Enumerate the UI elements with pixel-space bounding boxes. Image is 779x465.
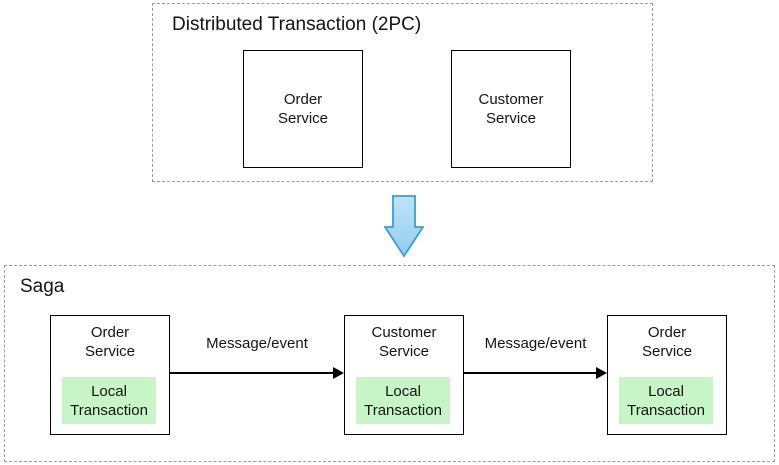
arrowhead-right-icon xyxy=(333,367,344,379)
local-transaction-label-line: Transaction xyxy=(364,401,442,419)
twopc-order-service-box: Order Service xyxy=(243,50,363,168)
service-label-line: Order xyxy=(283,91,323,108)
saga-order-service-box-1: Order Service Local Transaction xyxy=(50,315,170,435)
service-label-line: Service xyxy=(485,110,537,127)
saga-container: Saga Order Service Local Transaction Mes… xyxy=(4,265,775,462)
local-transaction-badge: Local Transaction xyxy=(619,377,713,424)
service-label-line: Service xyxy=(277,110,329,127)
arrow-line xyxy=(464,372,598,374)
local-transaction-label-line: Local xyxy=(648,382,684,400)
service-label-line: Customer xyxy=(478,91,544,108)
service-label-line: Order xyxy=(90,324,130,341)
local-transaction-label-line: Local xyxy=(385,382,421,400)
service-label-line: Service xyxy=(641,343,693,360)
service-label: Customer Service xyxy=(478,90,543,128)
service-label: Order Service xyxy=(278,90,328,128)
arrow-line xyxy=(170,372,335,374)
message-arrow-2: Message/event xyxy=(464,335,607,379)
down-arrow-icon xyxy=(384,195,424,258)
service-label-line: Service xyxy=(378,343,430,360)
twopc-title: Distributed Transaction (2PC) xyxy=(172,14,422,35)
saga-customer-service-box: Customer Service Local Transaction xyxy=(344,315,464,435)
twopc-container: Distributed Transaction (2PC) Order Serv… xyxy=(152,3,653,182)
local-transaction-label-line: Transaction xyxy=(70,401,148,419)
message-arrow-label: Message/event xyxy=(206,335,308,352)
service-label: Order Service xyxy=(51,323,169,361)
local-transaction-badge: Local Transaction xyxy=(62,377,156,424)
message-arrow-1: Message/event xyxy=(170,335,344,379)
saga-title: Saga xyxy=(20,276,65,297)
service-label-line: Service xyxy=(84,343,136,360)
service-label: Order Service xyxy=(608,323,726,361)
local-transaction-badge: Local Transaction xyxy=(356,377,450,424)
local-transaction-label-line: Transaction xyxy=(627,401,705,419)
saga-order-service-box-2: Order Service Local Transaction xyxy=(607,315,727,435)
service-label: Customer Service xyxy=(345,323,463,361)
arrowhead-right-icon xyxy=(596,367,607,379)
local-transaction-label-line: Local xyxy=(91,382,127,400)
message-arrow-label: Message/event xyxy=(484,335,587,352)
service-label-line: Order xyxy=(647,324,687,341)
service-label-line: Customer xyxy=(371,324,437,341)
twopc-customer-service-box: Customer Service xyxy=(451,50,571,168)
